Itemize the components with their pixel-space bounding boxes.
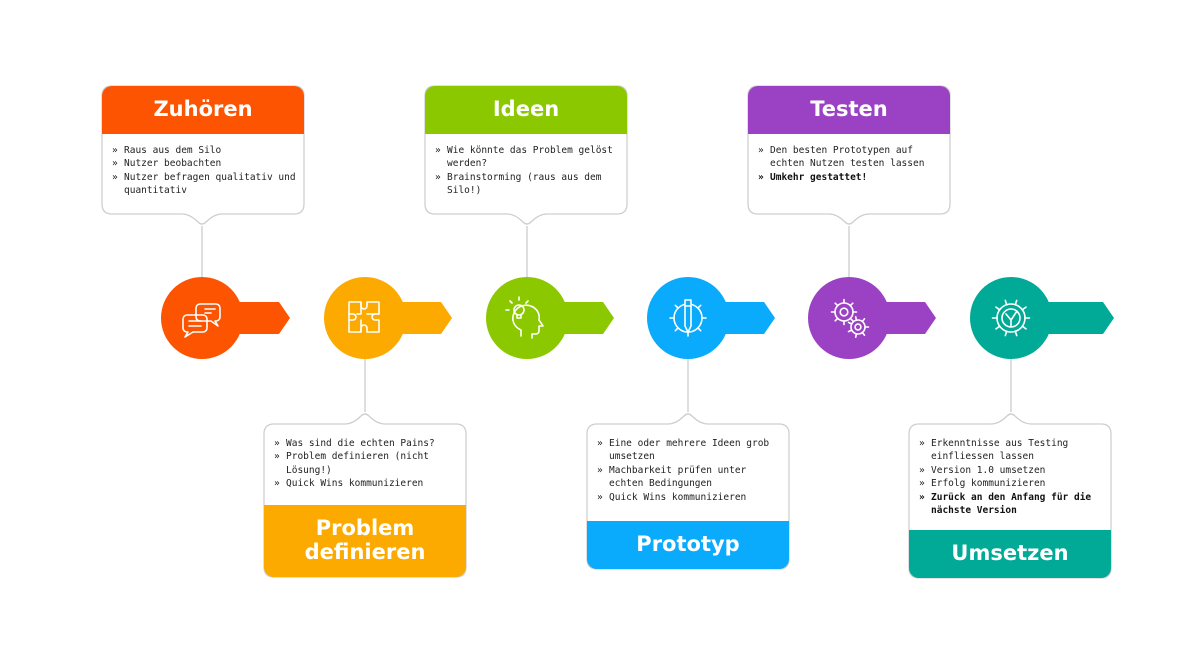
bullet-item: Raus aus dem Silo (112, 144, 296, 158)
step-circle (486, 277, 568, 359)
step-circle (324, 277, 406, 359)
step-description: Eine oder mehrere Ideen grob umsetzenMac… (587, 424, 789, 504)
bullet-item: Umkehr gestattet! (758, 171, 942, 185)
bullet-item: Erkenntnisse aus Testing einfliessen las… (919, 437, 1103, 464)
bullet-item: Nutzer befragen qualitativ und quantitat… (112, 171, 296, 198)
step-card: TestenDen besten Prototypen auf echten N… (748, 86, 950, 214)
gear-pencil-icon (669, 299, 707, 337)
step-title: Zuhören (102, 86, 304, 134)
step-title: Testen (748, 86, 950, 134)
step-description: Raus aus dem SiloNutzer beobachtenNutzer… (102, 134, 304, 198)
step-circle (161, 277, 243, 359)
bullet-item: Version 1.0 umsetzen (919, 464, 1103, 478)
bullet-list: Den besten Prototypen auf echten Nutzen … (758, 144, 942, 185)
bullet-item: Den besten Prototypen auf echten Nutzen … (758, 144, 942, 171)
bullet-item: Erfolg kommunizieren (919, 477, 1103, 491)
bullet-item: Machbarkeit prüfen unter echten Bedingun… (597, 464, 781, 491)
step-description: Erkenntnisse aus Testing einfliessen las… (909, 424, 1111, 517)
bullet-item: Wie könnte das Problem gelöst werden? (435, 144, 619, 171)
puzzle-icon (348, 301, 380, 333)
bullet-item: Nutzer beobachten (112, 157, 296, 171)
bullet-list: Was sind die echten Pains?Problem defini… (274, 437, 458, 491)
bullet-item: Quick Wins kommunizieren (274, 477, 458, 491)
bullet-item: Eine oder mehrere Ideen grob umsetzen (597, 437, 781, 464)
chat-bubbles-icon (182, 303, 221, 338)
step-card: IdeenWie könnte das Problem gelöst werde… (425, 86, 627, 214)
step-title: Prototyp (587, 521, 789, 569)
step-circle (970, 277, 1052, 359)
step-circle (808, 277, 890, 359)
step-circles (161, 277, 1052, 359)
bullet-list: Erkenntnisse aus Testing einfliessen las… (919, 437, 1103, 518)
gears-icon (830, 298, 870, 338)
bullet-item: Zurück an den Anfang für die nächste Ver… (919, 491, 1103, 518)
bullet-item: Quick Wins kommunizieren (597, 491, 781, 505)
bullet-list: Eine oder mehrere Ideen grob umsetzenMac… (597, 437, 781, 505)
step-description: Was sind die echten Pains?Problem defini… (264, 424, 466, 491)
bullet-item: Was sind die echten Pains? (274, 437, 458, 451)
step-card: Was sind die echten Pains?Problem defini… (264, 424, 466, 577)
step-title: Problem definieren (264, 505, 466, 577)
step-card: ZuhörenRaus aus dem SiloNutzer beobachte… (102, 86, 304, 214)
bullet-list: Raus aus dem SiloNutzer beobachtenNutzer… (112, 144, 296, 198)
step-description: Den besten Prototypen auf echten Nutzen … (748, 134, 950, 185)
step-title: Umsetzen (909, 530, 1111, 578)
step-card: Eine oder mehrere Ideen grob umsetzenMac… (587, 424, 789, 569)
step-card: Erkenntnisse aus Testing einfliessen las… (909, 424, 1111, 578)
bullet-item: Brainstorming (raus aus dem Silo!) (435, 171, 619, 198)
head-lightbulb-icon (505, 296, 544, 339)
bullet-item: Problem definieren (nicht Lösung!) (274, 450, 458, 477)
gear-check-icon (991, 299, 1031, 337)
step-title: Ideen (425, 86, 627, 134)
step-description: Wie könnte das Problem gelöst werden?Bra… (425, 134, 627, 198)
bullet-list: Wie könnte das Problem gelöst werden?Bra… (435, 144, 619, 198)
